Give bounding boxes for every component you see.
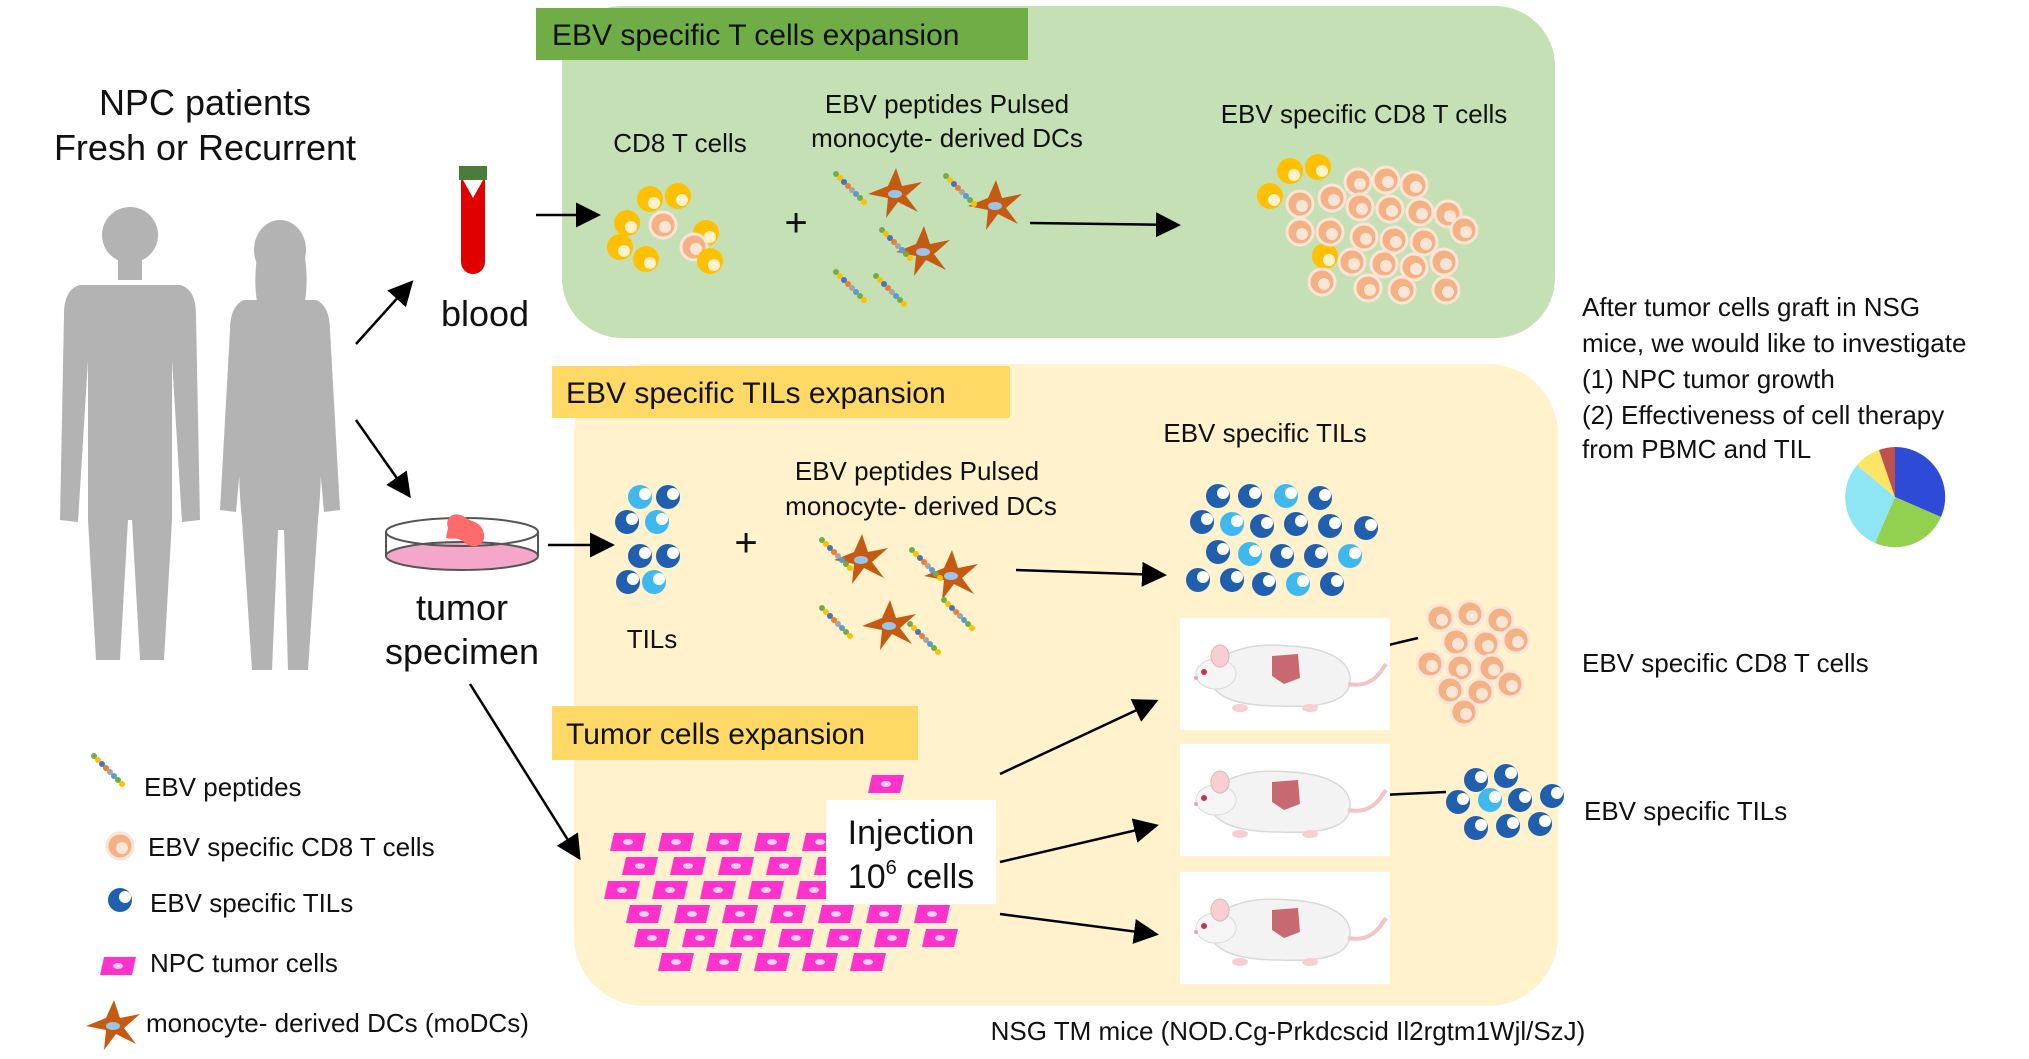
tumor-panel-title-box	[552, 706, 918, 760]
treatment-til-label: EBV specific TILs	[1584, 796, 1787, 826]
mouse-image-3	[1178, 870, 1392, 986]
legend-dc-icon	[86, 1000, 140, 1050]
legend: EBV peptides EBV specific CD8 T cells EB…	[86, 753, 529, 1050]
arrow-to-blood	[355, 280, 414, 345]
tumor-label-line2: specimen	[385, 631, 539, 672]
til-panel-title: EBV specific TILs expansion	[566, 377, 946, 410]
investigate-line3: (1) NPC tumor growth	[1582, 364, 1835, 394]
petri-dish-icon	[385, 514, 539, 571]
arrow-to-tumor-cells	[468, 683, 581, 861]
investigate-line1: After tumor cells graft in NSG	[1582, 292, 1920, 322]
arrow-to-mouse-1	[999, 699, 1159, 776]
plus-sign-1: +	[784, 201, 807, 245]
investigate-line4: (2) Effectiveness of cell therapy	[1582, 400, 1944, 430]
t-cell-panel-title: EBV specific T cells expansion	[552, 19, 959, 52]
patients-title-line2: Fresh or Recurrent	[54, 127, 356, 168]
plus-sign-2: +	[734, 521, 757, 565]
mice-caption: NSG TM mice (NOD.Cg-Prkdcscid Il2rgtm1Wj…	[991, 1016, 1586, 1046]
investigate-line5: from PBMC and TIL	[1582, 434, 1811, 464]
til-output-label: EBV specific TILs	[1163, 418, 1366, 448]
legend-til-icon	[108, 888, 132, 912]
arrow-to-mouse-3	[999, 912, 1159, 944]
pie-chart-icon	[1845, 446, 1946, 548]
t-cell-expansion-panel	[562, 6, 1555, 338]
legend-npc-label: NPC tumor cells	[150, 948, 338, 978]
mouse-image-1	[1178, 616, 1392, 732]
legend-cd8-label: EBV specific CD8 T cells	[148, 832, 435, 862]
injection-label-line1: Injection	[848, 814, 975, 852]
arrow-to-til-output	[1015, 561, 1167, 587]
til-expansion-panel	[574, 364, 1558, 1006]
treatment-cd8-label: EBV specific CD8 T cells	[1582, 648, 1869, 678]
legend-npc-icon	[100, 957, 136, 975]
arrow-to-mouse-2	[999, 818, 1159, 864]
til-input-label: TILs	[627, 624, 678, 654]
tumor-label-line1: tumor	[416, 587, 508, 628]
legend-cd8-icon	[105, 831, 135, 861]
til-panel-title-box	[552, 366, 1010, 418]
dc-label-1-line1: EBV peptides Pulsed	[825, 89, 1069, 119]
legend-peptides-label: EBV peptides	[144, 772, 302, 802]
arrow-to-cd8-output	[1029, 212, 1181, 238]
injection-label-line2: 106 cells	[848, 857, 974, 896]
blood-tube-icon	[459, 166, 487, 274]
injection-suffix: cells	[897, 858, 974, 896]
cd8-input-label: CD8 T cells	[613, 128, 746, 158]
dc-label-1-line2: monocyte- derived DCs	[811, 123, 1083, 153]
female-silhouette-icon	[220, 220, 340, 670]
legend-peptides-icon	[91, 753, 125, 787]
mouse-image-2	[1178, 742, 1392, 858]
investigate-line2: mice, we would like to investigate	[1582, 328, 1966, 358]
tumor-panel-title: Tumor cells expansion	[566, 718, 865, 751]
injection-exponent: 6	[886, 857, 897, 879]
legend-til-label: EBV specific TILs	[150, 888, 353, 918]
t-cell-panel-title-box	[536, 8, 1028, 60]
blood-label: blood	[441, 293, 529, 334]
patients-title-line1: NPC patients	[99, 82, 311, 123]
dc-label-2-line1: EBV peptides Pulsed	[795, 456, 1039, 486]
arrow-to-tumor	[354, 419, 411, 499]
cd8-output-label: EBV specific CD8 T cells	[1221, 99, 1508, 129]
injection-base: 10	[848, 858, 886, 896]
legend-dc-label: monocyte- derived DCs (moDCs)	[146, 1008, 529, 1038]
male-silhouette-icon	[60, 207, 200, 660]
injection-box	[826, 800, 996, 904]
dc-label-2-line2: monocyte- derived DCs	[785, 491, 1057, 521]
